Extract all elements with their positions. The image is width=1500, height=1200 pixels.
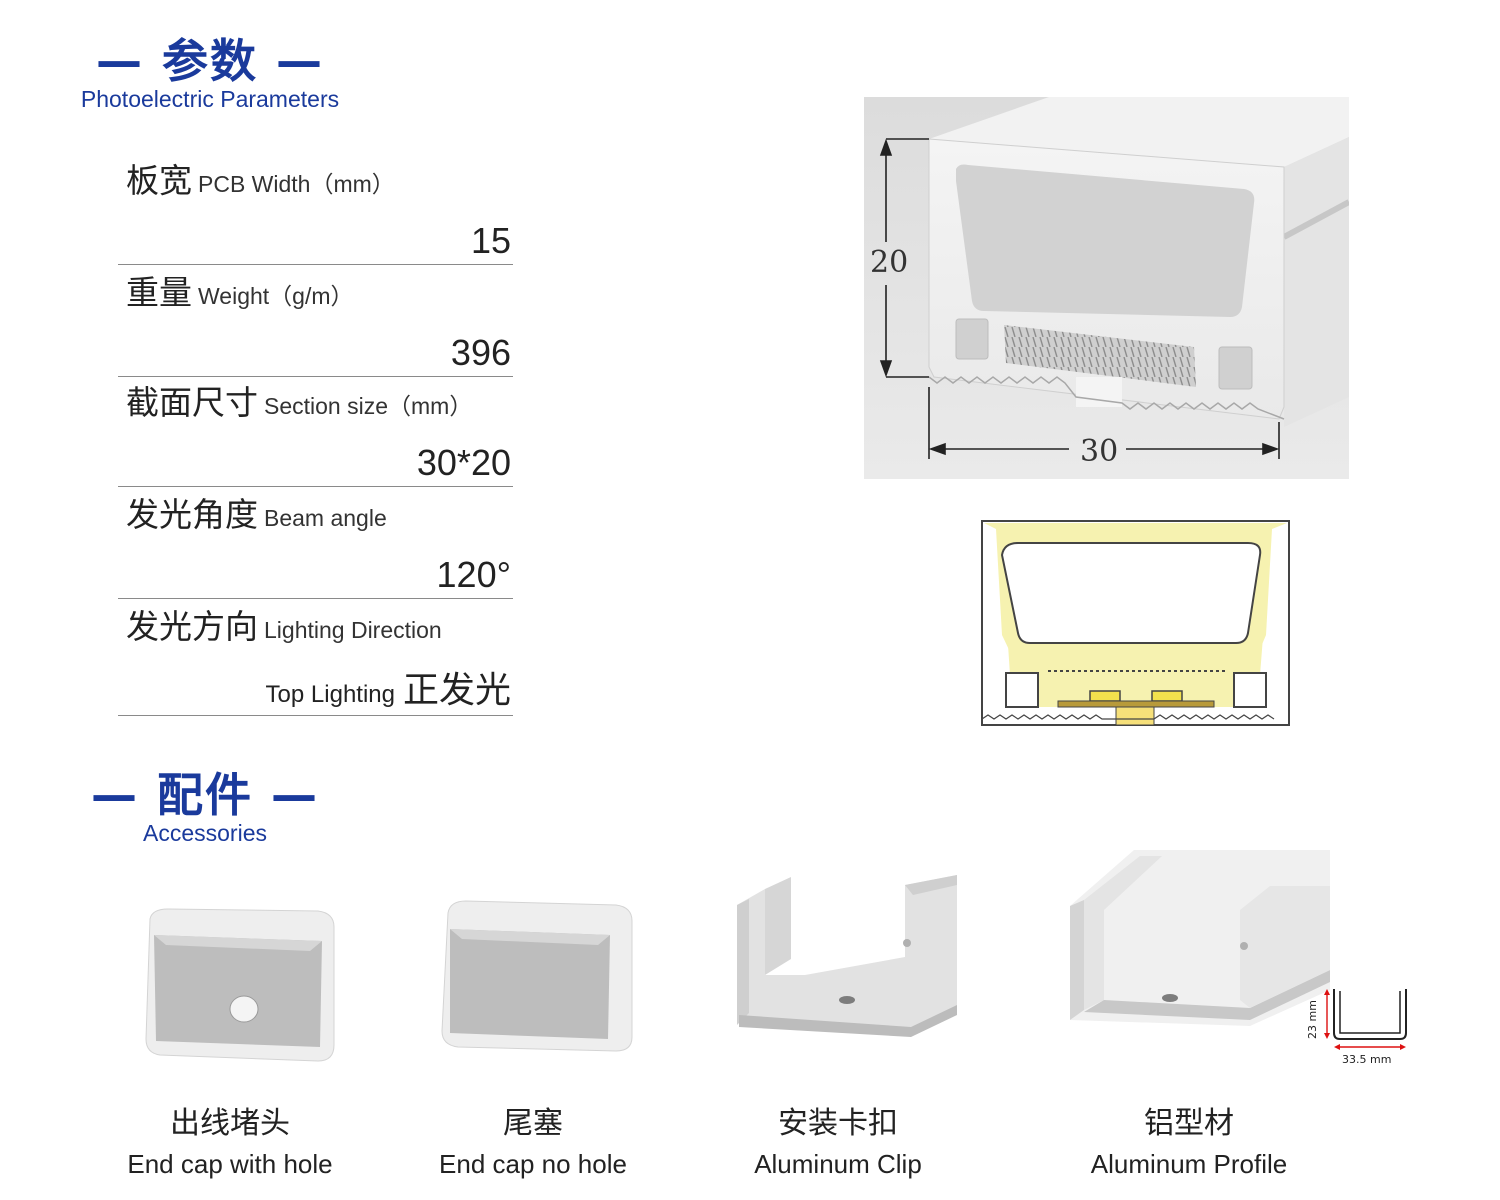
aluminum-profile-image	[1070, 850, 1330, 1026]
height-dimension	[879, 138, 929, 378]
param-label-zh: 板宽	[126, 161, 192, 200]
width-dimension	[928, 387, 1280, 459]
param-value: 396	[443, 332, 511, 374]
params-title-zh: — 参数 —	[95, 34, 325, 88]
param-label-en: Beam angle	[264, 505, 387, 531]
param-value: 15	[463, 220, 511, 262]
param-value-text: 15	[470, 220, 511, 261]
screw-hole	[839, 996, 855, 1004]
cable-hole	[229, 995, 259, 1023]
param-label-en: Lighting Direction	[264, 617, 442, 643]
accessories-title-zh: — 配件 —	[90, 768, 320, 822]
led-chip-right	[1151, 690, 1183, 702]
params-section-title: — 参数 — Photoelectric Parameters	[60, 36, 360, 112]
section-2d-lit-diagram	[981, 520, 1290, 726]
param-value-text: 120°	[436, 554, 511, 595]
param-value: Top Lighting 正发光	[266, 661, 511, 713]
param-value: 120°	[429, 554, 511, 596]
profile-height-label: 23 mm	[1306, 1000, 1319, 1039]
param-label-zh: 发光方向	[126, 607, 258, 646]
param-value-text: 30*20	[416, 442, 511, 483]
accessory-name-en: Aluminum Profile	[1090, 1149, 1288, 1179]
led-strip-ribs	[1004, 325, 1196, 387]
accessory-label-aluminum-profile: 铝型材 Aluminum Profile	[1039, 1104, 1339, 1184]
accessory-name-zh: 尾塞	[503, 1106, 563, 1141]
param-value-prefix: Top Lighting	[265, 681, 395, 708]
param-label-en: Section size（mm）	[264, 393, 473, 419]
param-label-en: PCB Width（mm）	[198, 171, 395, 197]
height-label: 20	[870, 245, 908, 280]
profile-cavity	[956, 164, 1255, 317]
param-label-zh: 截面尺寸	[126, 383, 258, 422]
param-label-zh: 发光角度	[126, 495, 258, 534]
accessory-label-aluminum-clip: 安装卡扣 Aluminum Clip	[688, 1104, 988, 1184]
aluminum-clip-image	[737, 875, 957, 1037]
end-cap-no-hole-image	[441, 900, 633, 1052]
section-3d-diagram: 20 30	[864, 97, 1349, 479]
params-title-en: Photoelectric Parameters	[80, 86, 340, 112]
accessories-title-en: Accessories	[143, 820, 267, 846]
screw-hole	[1162, 994, 1178, 1002]
param-label-en: Weight（g/m）	[198, 283, 354, 309]
param-label-zh: 重量	[126, 273, 192, 312]
accessory-name-zh: 出线堵头	[170, 1106, 290, 1141]
width-label: 30	[1080, 434, 1118, 469]
led-chip-left	[1089, 690, 1121, 702]
accessory-label-end-cap-no-hole: 尾塞 End cap no hole	[383, 1104, 683, 1184]
accessory-name-en: End cap no hole	[439, 1149, 627, 1179]
profile-width-label: 33.5 mm	[1342, 1053, 1391, 1066]
profile-side-face	[1284, 137, 1349, 427]
param-value-text: 396	[450, 332, 511, 373]
accessory-name-zh: 铝型材	[1144, 1106, 1234, 1141]
param-value: 30*20	[409, 442, 511, 484]
accessories-section-title: — 配件 — Accessories	[60, 770, 350, 846]
accessory-name-en: Aluminum Clip	[754, 1149, 922, 1179]
accessory-name-zh: 安装卡扣	[778, 1106, 898, 1141]
profile-dimension-drawing: 23 mm 33.5 mm	[1306, 989, 1407, 1066]
inner-cavity	[1000, 542, 1262, 644]
param-value-text: 正发光	[402, 669, 511, 710]
end-cap-with-hole-image	[145, 908, 335, 1062]
accessory-name-en: End cap with hole	[127, 1149, 333, 1179]
accessory-label-end-cap-with-hole: 出线堵头 End cap with hole	[80, 1104, 380, 1184]
